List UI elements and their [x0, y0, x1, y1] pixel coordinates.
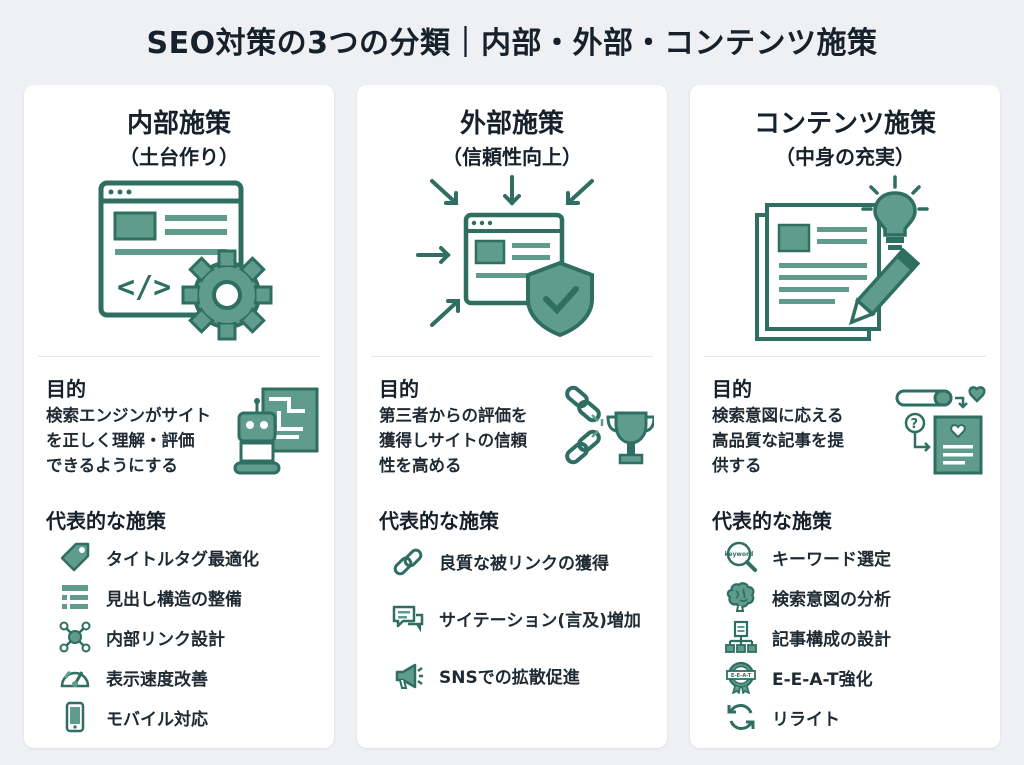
heading-list-icon — [62, 585, 88, 609]
list-item: 記事構成の設計 — [724, 617, 994, 657]
measures-heading: 代表的な施策 — [712, 509, 832, 533]
purpose-heading: 目的 — [46, 377, 86, 401]
webpage-code-gear-icon: </> — [98, 180, 273, 341]
refresh-icon — [727, 704, 755, 730]
eeat-text: E-E-A-T — [731, 673, 752, 679]
list-item: SNSでの拡散促進 — [391, 647, 661, 704]
list-item: E-E-A-T E-E-A-T強化 — [724, 657, 994, 697]
brain-icon — [726, 582, 755, 612]
measure-label: サイテーション(言及)増加 — [439, 611, 641, 631]
measure-label: リライト — [772, 709, 840, 730]
purpose-heading: 目的 — [712, 377, 752, 401]
webpage-shield-arrows-icon — [416, 175, 594, 338]
search-question-heart-document-icon: ? — [895, 386, 986, 475]
measure-label: 内部リンク設計 — [106, 629, 225, 650]
speech-bubbles-icon — [392, 605, 424, 633]
card-subtitle: （中身の充実） — [775, 145, 915, 169]
list-item: 見出し構造の整備 — [58, 577, 328, 617]
measure-label: 検索意図の分析 — [772, 589, 891, 610]
list-item: タイトルタグ最適化 — [58, 537, 328, 577]
list-item: モバイル対応 — [58, 697, 328, 737]
divider — [371, 356, 653, 357]
speedometer-icon — [60, 670, 90, 688]
divider — [38, 356, 320, 357]
divider — [704, 356, 986, 357]
card-title: 内部施策 — [126, 109, 231, 139]
code-symbol: </> — [117, 270, 171, 305]
svg-text:?: ? — [911, 417, 919, 432]
network-nodes-icon — [59, 621, 91, 653]
measure-label: キーワード選定 — [772, 549, 891, 570]
list-item: keyword キーワード選定 — [724, 537, 994, 577]
chain-trophy-icon — [565, 385, 654, 465]
measure-label: モバイル対応 — [106, 709, 208, 730]
list-item: 検索意図の分析 — [724, 577, 994, 617]
card-subtitle: （信頼性向上） — [442, 145, 582, 169]
keyword-search-icon: keyword — [725, 541, 757, 572]
measures-heading: 代表的な施策 — [46, 509, 166, 533]
card-content: コンテンツ施策 （中身の充実） 目的 検索意図に応える 高品質な記事を提 供する — [690, 85, 1000, 748]
megaphone-icon — [395, 663, 423, 689]
purpose-heading: 目的 — [379, 377, 419, 401]
eeat-badge-icon: E-E-A-T — [726, 661, 756, 694]
list-item: 内部リンク設計 — [58, 617, 328, 657]
list-item: サイテーション(言及)増加 — [391, 590, 661, 647]
measure-label: 良質な被リンクの獲得 — [439, 554, 609, 574]
robot-crawler-sitemap-icon — [233, 387, 319, 475]
measure-label: E-E-A-T強化 — [772, 669, 873, 690]
structure-tree-icon — [725, 620, 757, 653]
link-icon — [393, 548, 423, 575]
purpose-text: 検索意図に応える 高品質な記事を提 供する — [712, 406, 844, 475]
card-external: 外部施策 （信頼性向上） 目的 第三者からの評価を 獲得しサイトの信頼 性を高め… — [357, 85, 667, 748]
list-item: 良質な被リンクの獲得 — [391, 533, 661, 590]
card-subtitle: （土台作り） — [119, 145, 239, 169]
measures-list: 良質な被リンクの獲得 サイテーション(言及)増加 SNSでの拡散促進 — [391, 533, 661, 704]
purpose-text: 検索エンジンがサイト を正しく理解・評価 できるようにする — [46, 406, 211, 475]
smartphone-icon — [65, 701, 85, 733]
measure-label: SNSでの拡散促進 — [439, 668, 580, 688]
card-internal: 内部施策 （土台作り） </> 目的 検索エンジンがサイト を正しく理解・評価 … — [24, 85, 334, 748]
measure-label: タイトルタグ最適化 — [106, 549, 259, 570]
keyword-text: keyword — [725, 551, 754, 558]
list-item: 表示速度改善 — [58, 657, 328, 697]
measures-list: keyword キーワード選定 検索意図の分析 記事構成の設計 E-E-A-T … — [724, 537, 994, 737]
document-lightbulb-pen-icon — [755, 175, 929, 341]
list-item: リライト — [724, 697, 994, 737]
tag-icon — [60, 542, 90, 572]
measure-label: 表示速度改善 — [106, 669, 208, 690]
card-title: 外部施策 — [459, 109, 564, 139]
measures-heading: 代表的な施策 — [379, 509, 499, 533]
card-title: コンテンツ施策 — [753, 109, 936, 139]
measure-label: 記事構成の設計 — [772, 629, 891, 650]
purpose-text: 第三者からの評価を 獲得しサイトの信頼 性を高める — [379, 406, 528, 475]
page-title: SEO対策の3つの分類｜内部・外部・コンテンツ施策 — [146, 26, 878, 61]
measure-label: 見出し構造の整備 — [106, 589, 242, 610]
measures-list: タイトルタグ最適化 見出し構造の整備 内部リンク設計 表示速度改善 モバイル対応 — [58, 537, 328, 737]
